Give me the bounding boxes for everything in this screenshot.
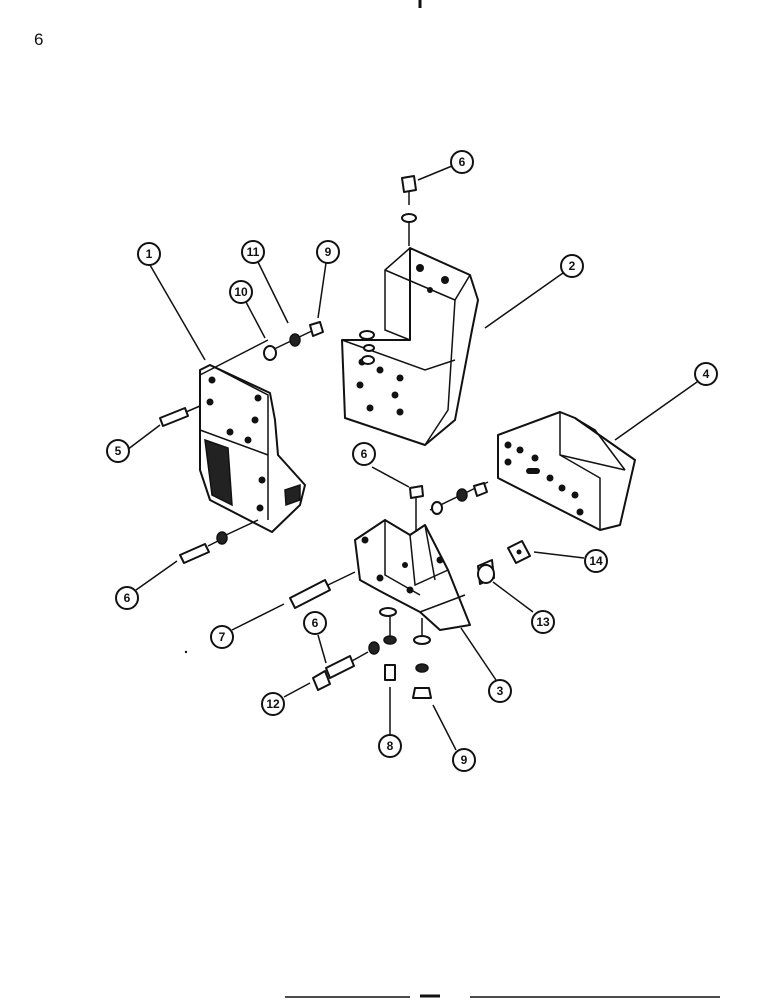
svg-text:14: 14 bbox=[589, 554, 603, 568]
callout-13: 13 bbox=[531, 610, 555, 634]
bolt-7 bbox=[289, 571, 356, 609]
callout-6-left: 6 bbox=[115, 586, 139, 610]
svg-text:9: 9 bbox=[461, 753, 468, 767]
callout-6-center: 6 bbox=[352, 442, 376, 466]
callout-1: 1 bbox=[137, 242, 161, 266]
callout-14: 14 bbox=[584, 549, 608, 573]
svg-text:1: 1 bbox=[146, 247, 153, 261]
washer-nut-stack bbox=[263, 321, 324, 361]
bushing-part-13 bbox=[477, 559, 495, 585]
bracket-part-2 bbox=[341, 247, 479, 446]
bolt-5 bbox=[159, 405, 201, 427]
callout-11: 11 bbox=[241, 240, 265, 264]
callout-6-top: 6 bbox=[450, 150, 474, 174]
svg-text:10: 10 bbox=[234, 285, 248, 299]
callout-4: 4 bbox=[694, 362, 718, 386]
bottom-scan-marks bbox=[285, 994, 720, 998]
callout-2: 2 bbox=[560, 254, 584, 278]
callout-7: 7 bbox=[210, 625, 234, 649]
svg-text:8: 8 bbox=[387, 739, 394, 753]
svg-text:6: 6 bbox=[459, 155, 466, 169]
bolt-12 bbox=[312, 641, 380, 691]
bolt-top bbox=[401, 175, 417, 246]
svg-text:2: 2 bbox=[569, 259, 576, 273]
square-washer-part-14 bbox=[507, 540, 531, 564]
callout-8: 8 bbox=[378, 734, 402, 758]
bracket-part-4 bbox=[497, 411, 636, 531]
svg-text:4: 4 bbox=[703, 367, 710, 381]
svg-text:11: 11 bbox=[247, 245, 260, 259]
svg-text:3: 3 bbox=[497, 684, 504, 698]
lower-hardware bbox=[379, 607, 432, 699]
bracket-part-3 bbox=[354, 519, 471, 631]
bracket-part-1 bbox=[199, 339, 306, 533]
bolt-lower-left bbox=[179, 519, 259, 564]
svg-text:13: 13 bbox=[536, 615, 550, 629]
callout-5: 5 bbox=[106, 439, 130, 463]
svg-text:5: 5 bbox=[115, 444, 122, 458]
svg-text:9: 9 bbox=[325, 245, 332, 259]
page-number: 6 bbox=[34, 30, 44, 49]
callout-10: 10 bbox=[229, 280, 253, 304]
svg-text:6: 6 bbox=[124, 591, 131, 605]
svg-text:7: 7 bbox=[219, 630, 226, 644]
svg-text:6: 6 bbox=[361, 447, 368, 461]
callout-12: 12 bbox=[261, 692, 285, 716]
bolt-center bbox=[409, 481, 489, 532]
leader-lines bbox=[126, 165, 698, 751]
callout-3: 3 bbox=[488, 679, 512, 703]
callout-9-top: 9 bbox=[316, 240, 340, 264]
svg-text:12: 12 bbox=[266, 697, 280, 711]
svg-text:6: 6 bbox=[312, 616, 319, 630]
stray-dot bbox=[184, 650, 188, 654]
callout-6-lower: 6 bbox=[303, 611, 327, 635]
callout-9-bottom: 9 bbox=[452, 748, 476, 772]
